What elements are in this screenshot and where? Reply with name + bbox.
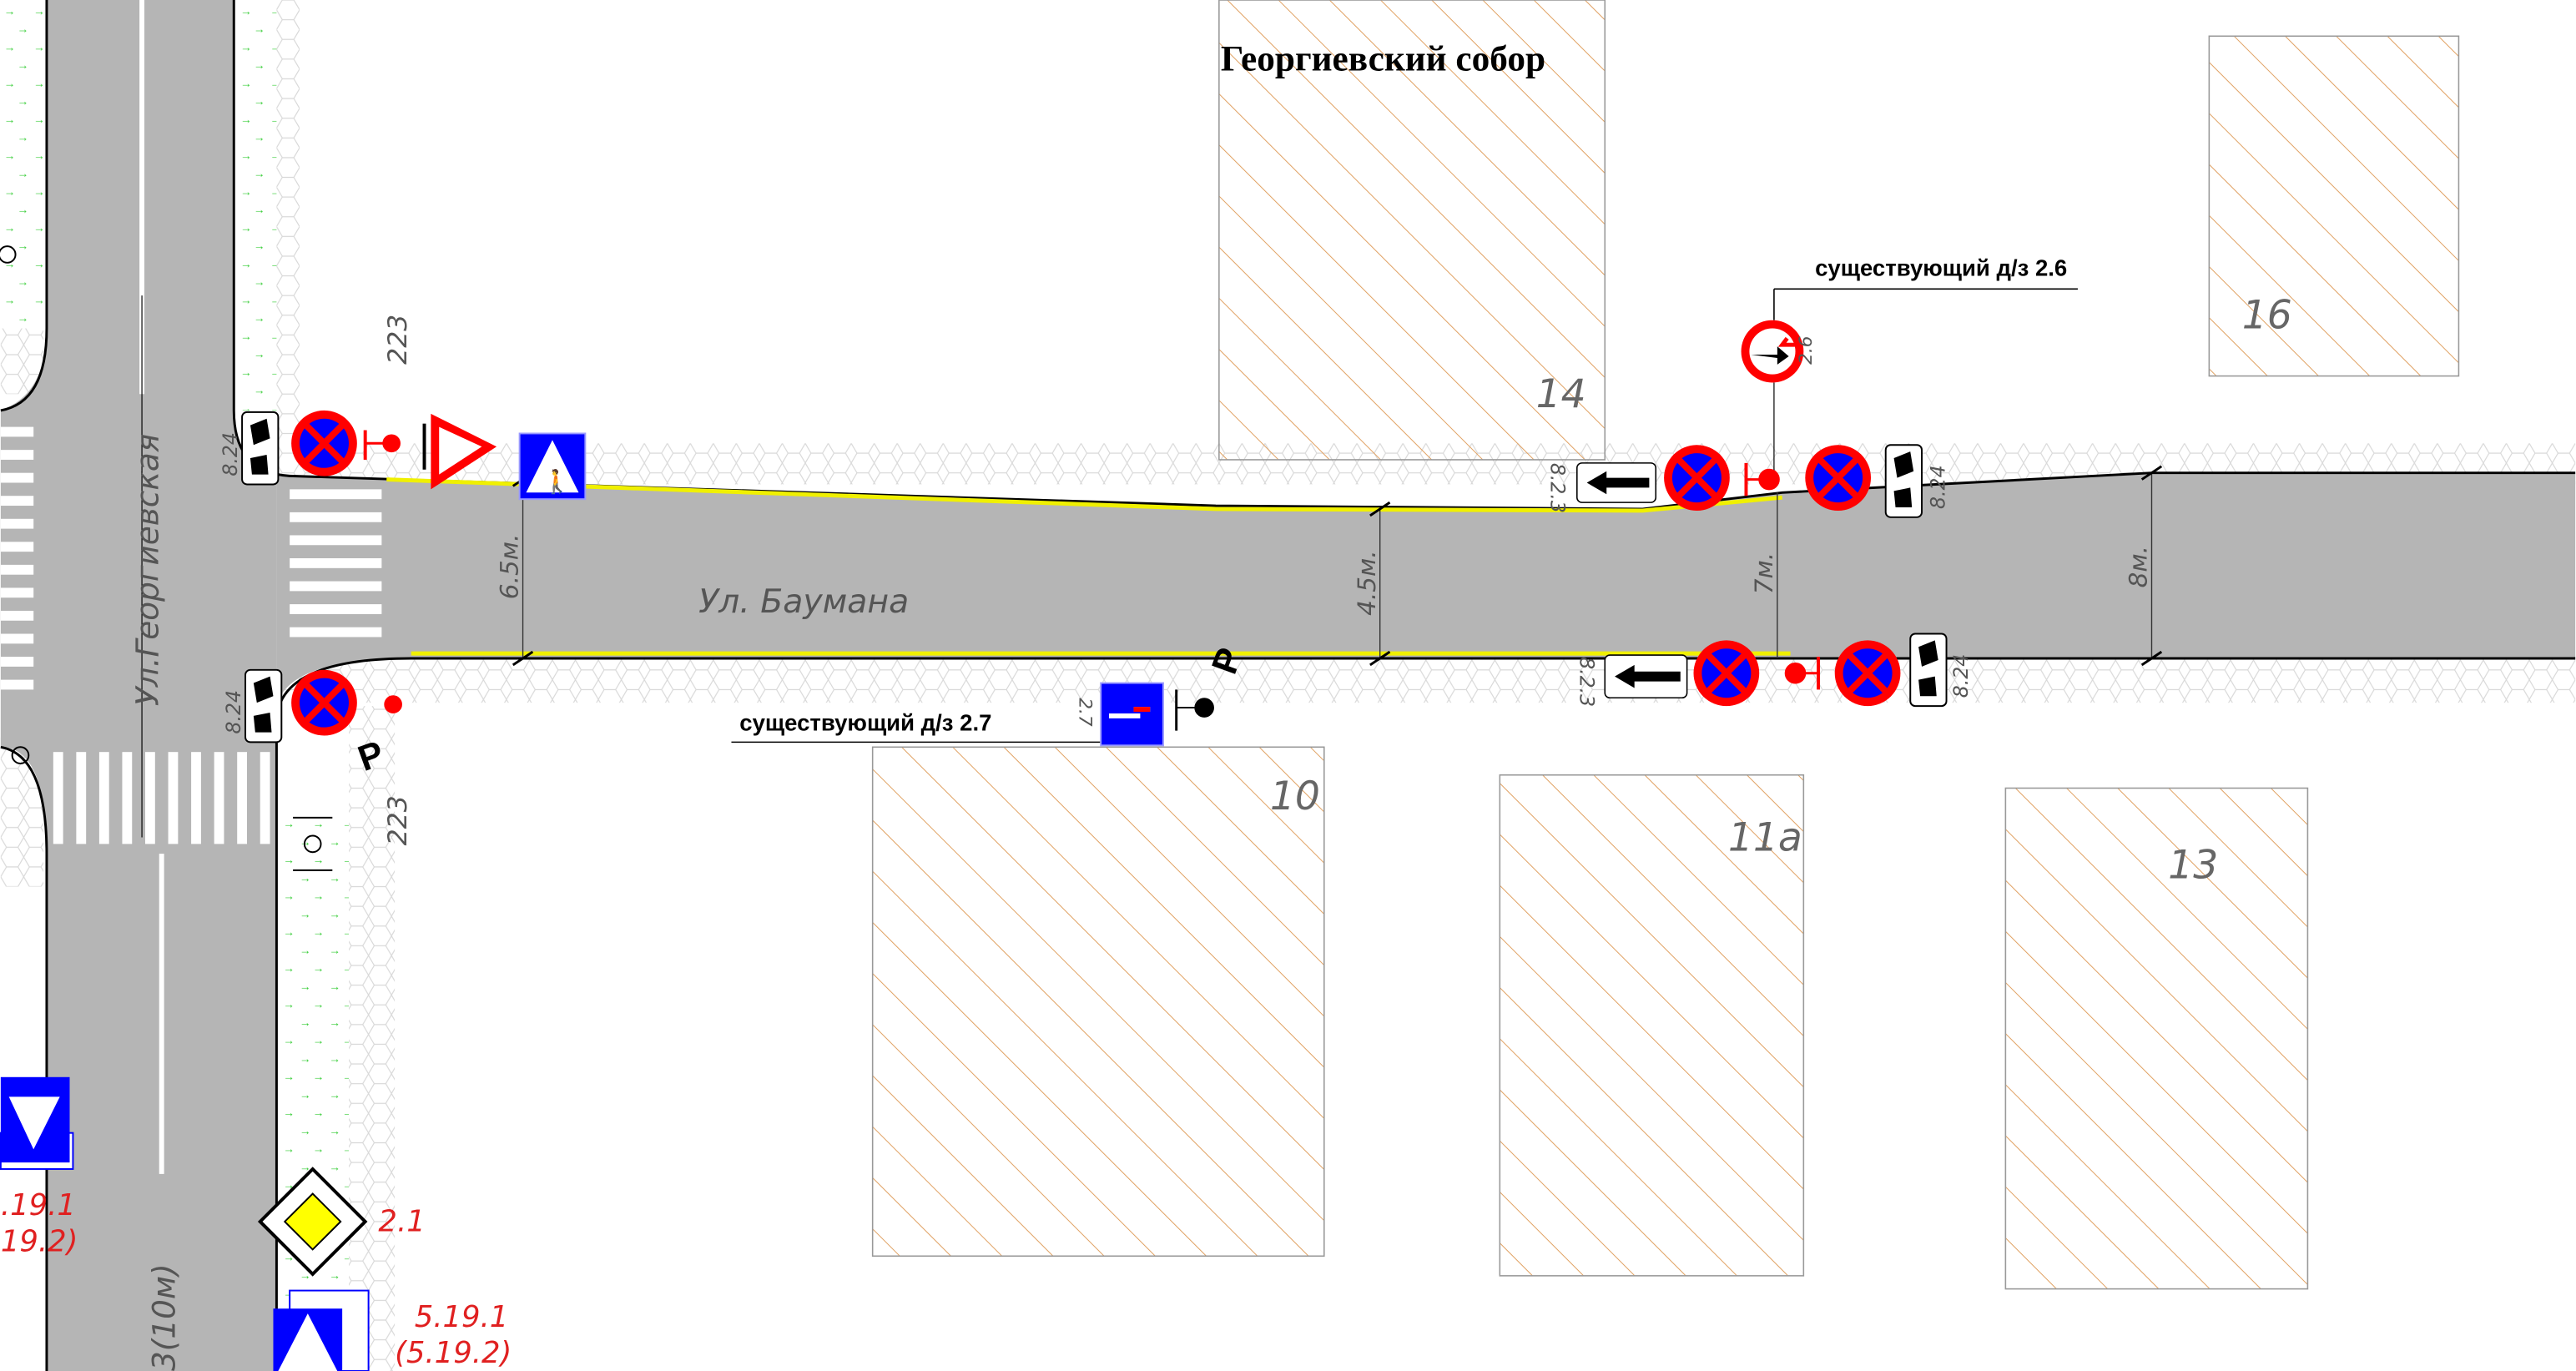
callout-sign-2-6: существующий д/з 2.6: [1773, 255, 2078, 480]
tow-plate-8-24: 8.24: [1884, 444, 1950, 518]
svg-text:4.5м.: 4.5м.: [1353, 550, 1381, 616]
building-11a: 11а: [1499, 774, 1805, 1277]
sign-2-7-priority: 2.7: [1075, 682, 1214, 747]
svg-text:5.19.1: 5.19.1: [415, 1300, 509, 1334]
length-223-bottom: 223: [383, 795, 413, 845]
street-georgievskaya-label: Ул.Георгиевская: [129, 434, 166, 706]
svg-text:существующий д/з 2.6: существующий д/з 2.6: [1815, 255, 2067, 281]
crosswalk-georgievskaya: [0, 426, 270, 844]
sign-post-red: [363, 430, 1821, 713]
sign-2-6-priority-oncoming: 2.6: [1741, 320, 1817, 383]
svg-text:8м.: 8м.: [2125, 546, 2153, 587]
svg-text:.19.1: .19.1: [1, 1188, 76, 1222]
svg-text:14: 14: [1536, 371, 1586, 417]
no-stopping-sign: [291, 411, 357, 476]
svg-text:2.1: 2.1: [378, 1205, 425, 1239]
svg-text:10: 10: [1270, 774, 1320, 819]
sidewalk-vertical-top: [276, 0, 300, 444]
svg-text:существующий д/з 2.7: существующий д/з 2.7: [739, 710, 991, 736]
lawn-left: [0, 0, 44, 329]
sign-2-1-main-road: 2.1: [257, 1167, 426, 1277]
svg-text:2.6: 2.6: [1796, 335, 1817, 364]
svg-text:7м.: 7м.: [1750, 552, 1778, 594]
svg-text:8.24: 8.24: [222, 690, 245, 734]
building-14: 14: [1218, 0, 1606, 461]
svg-text:8.24: 8.24: [1927, 465, 1950, 509]
svg-text:13: 13: [2168, 843, 2218, 889]
yield-sign: [422, 413, 497, 490]
no-stopping-sign: [291, 670, 357, 736]
pedestrian-crossing-sign: 🚶: [518, 432, 587, 501]
building-13: 13: [2004, 787, 2309, 1290]
svg-text:(5.19.2): (5.19.2): [395, 1336, 512, 1370]
road-georgievskaya: [0, 0, 289, 1371]
no-stopping-sign: [1835, 640, 1901, 706]
svg-text:16: 16: [2242, 293, 2292, 339]
lane-note: 3(10м): [145, 1263, 182, 1371]
svg-text:8.2.3: 8.2.3: [1545, 463, 1569, 513]
svg-text:6.5м.: 6.5м.: [496, 534, 524, 600]
no-stopping-sign: [1694, 640, 1760, 706]
building-10: 10: [871, 746, 1325, 1258]
svg-text:🚶: 🚶: [542, 468, 571, 495]
dimension-4-5: 4.5м.: [1353, 501, 1391, 667]
svg-text:8.24: 8.24: [219, 432, 242, 476]
pedestrian-crossing-sign-left: .19.119.2): [0, 1076, 78, 1258]
length-223-top: 223: [383, 315, 413, 365]
no-stopping-sign: [1805, 445, 1871, 511]
svg-text:11а: 11а: [1728, 814, 1802, 860]
callout-sign-2-7: существующий д/з 2.7: [731, 710, 1105, 743]
svg-text:2.7: 2.7: [1075, 698, 1096, 727]
pedestrian-crossing-sign-bottom: 5.19.1(5.19.2): [273, 1289, 512, 1371]
direction-plate-8-2-3: 8.2.3: [1545, 462, 1657, 513]
svg-text:19.2): 19.2): [1, 1224, 78, 1258]
no-stopping-sign: [1664, 445, 1730, 511]
sidewalk-vertical-bottom: [348, 706, 396, 1371]
dimension-7: 7м.: [1750, 492, 1778, 659]
road-baumana: [276, 472, 2576, 707]
tow-plate-8-24: 8.24: [1909, 633, 1973, 708]
svg-text:8.2.3: 8.2.3: [1575, 657, 1599, 707]
lawn-top: [234, 0, 277, 411]
cathedral-title: Георгиевский собор: [1221, 39, 1545, 79]
tow-plate-8-24: 8.24: [222, 668, 283, 743]
street-baumana-label: Ул. Баумана: [698, 582, 909, 621]
crosswalk-baumana: [290, 489, 382, 638]
direction-plate-8-2-3: 8.2.3: [1575, 654, 1688, 707]
dimension-8: 8м.: [2125, 465, 2163, 667]
sidewalk-bottom: [276, 657, 2576, 703]
tow-plate-8-24: 8.24: [219, 411, 280, 486]
light-post: [0, 245, 333, 871]
svg-text:8.24: 8.24: [1949, 654, 1973, 698]
building-16: 16: [2208, 35, 2460, 377]
